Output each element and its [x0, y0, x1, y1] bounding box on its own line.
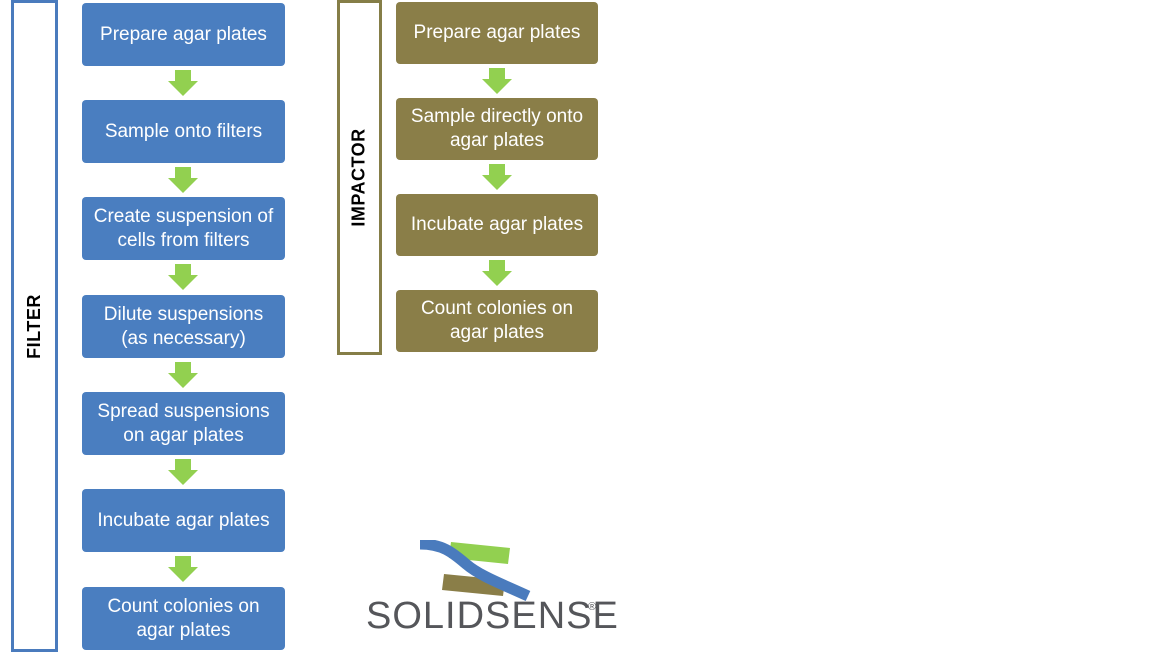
impactor-label: IMPACTOR — [349, 128, 369, 227]
arrow-down-icon — [168, 167, 198, 193]
filter-step-spread-suspensions: Spread suspensions on agar plates — [82, 392, 285, 455]
filter-step-sample-onto-filters: Sample onto filters — [82, 100, 285, 163]
arrow-down-icon — [482, 260, 512, 286]
arrow-down-icon — [168, 362, 198, 388]
impactor-step-count-colonies: Count colonies on agar plates — [396, 290, 598, 352]
impactor-step-sample-directly: Sample directly onto agar plates — [396, 98, 598, 160]
arrow-down-icon — [168, 459, 198, 485]
filter-step-create-suspension: Create suspension of cells from filters — [82, 197, 285, 260]
filter-label-bar: FILTER — [11, 0, 58, 652]
arrow-down-icon — [168, 264, 198, 290]
filter-label: FILTER — [24, 293, 44, 359]
arrow-down-icon — [482, 68, 512, 94]
impactor-label-bar: IMPACTOR — [337, 0, 382, 355]
impactor-step-prepare-agar-plates: Prepare agar plates — [396, 2, 598, 64]
solidsense-logo-mark — [419, 540, 531, 601]
arrow-down-icon — [168, 556, 198, 582]
filter-step-dilute-suspensions: Dilute suspensions (as necessary) — [82, 295, 285, 358]
impactor-step-incubate-agar-plates: Incubate agar plates — [396, 194, 598, 256]
logo-wordmark: SOLIDSENSE — [366, 595, 619, 637]
filter-step-incubate-agar-plates: Incubate agar plates — [82, 489, 285, 552]
filter-step-prepare-agar-plates: Prepare agar plates — [82, 3, 285, 66]
filter-step-count-colonies: Count colonies on agar plates — [82, 587, 285, 650]
registered-mark: ® — [588, 601, 597, 613]
arrow-down-icon — [168, 70, 198, 96]
arrow-down-icon — [482, 164, 512, 190]
